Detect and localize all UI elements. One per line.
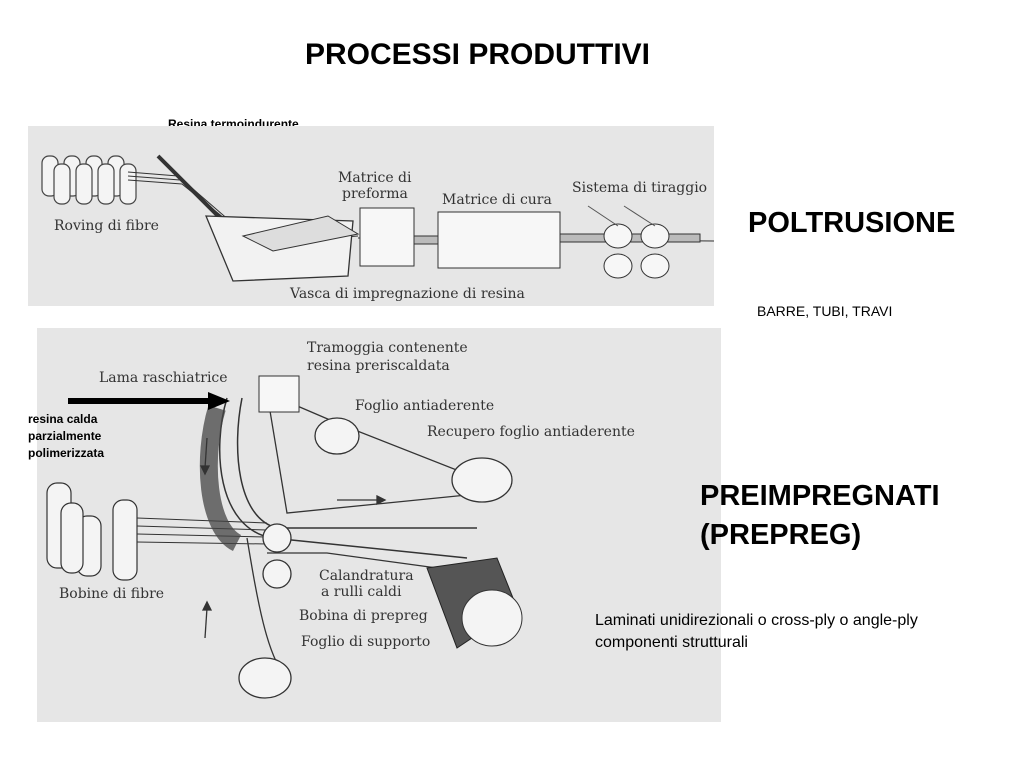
preform-label-1: Matrice di <box>338 170 412 186</box>
hopper-label-2: resina preriscaldata <box>307 358 450 374</box>
hot-resin-note-line-1: resina calda <box>28 412 98 426</box>
hopper-label-1: Tramoggia contenente <box>307 340 468 356</box>
preform-label-2: preforma <box>342 186 408 202</box>
prepreg-description-line-2: componenti strutturali <box>595 634 748 651</box>
slide-title: PROCESSI PRODUTTIVI <box>304 38 651 71</box>
fiber-bobbins-label: Bobine di fibre <box>59 586 164 602</box>
prepreg-heading-line-1: PREIMPREGNATI <box>700 480 940 512</box>
support-film-label: Foglio di supporto <box>301 634 430 650</box>
prepreg-diagram: Lama raschiatrice Tramoggia contenente r… <box>37 328 721 722</box>
prepreg-heading-line-2: (PREPREG) <box>700 519 862 551</box>
roving-label: Roving di fibre <box>54 218 159 234</box>
hot-resin-note-line-2: parzialmente <box>28 429 102 443</box>
pultrusion-products: BARRE, TUBI, TRAVI <box>757 303 893 319</box>
prepreg-coil-label: Bobina di prepreg <box>299 608 428 624</box>
tank-label: Vasca di impregnazione di resina <box>289 286 525 302</box>
pultrusion-heading: POLTRUSIONE <box>748 207 955 240</box>
release-recovery-label: Recupero foglio antiaderente <box>427 424 635 440</box>
hot-resin-arrow <box>68 392 230 410</box>
calender-label-2: a rulli caldi <box>321 584 402 600</box>
blade-label: Lama raschiatrice <box>99 370 228 386</box>
hot-resin-note: resina calda parzialmente polimerizzata <box>28 411 104 462</box>
prepreg-heading: PREIMPREGNATI (PREPREG) <box>700 480 940 552</box>
prepreg-description-line-1: Laminati unidirezionali o cross-ply o an… <box>595 612 918 629</box>
pultrusion-heading-text: POLTRUSIONE <box>748 207 956 239</box>
pull-system-label: Sistema di tiraggio <box>572 180 707 196</box>
roving-bobbins <box>41 155 137 205</box>
pultrusion-diagram: Roving di fibre Matrice di preforma Matr… <box>28 126 715 306</box>
cure-die-label: Matrice di cura <box>442 192 552 208</box>
calender-label-1: Calandratura <box>319 568 414 584</box>
release-film-label: Foglio antiaderente <box>355 398 494 414</box>
hot-resin-note-line-3: polimerizzata <box>28 446 105 460</box>
prepreg-description: Laminati unidirezionali o cross-ply o an… <box>595 610 918 654</box>
